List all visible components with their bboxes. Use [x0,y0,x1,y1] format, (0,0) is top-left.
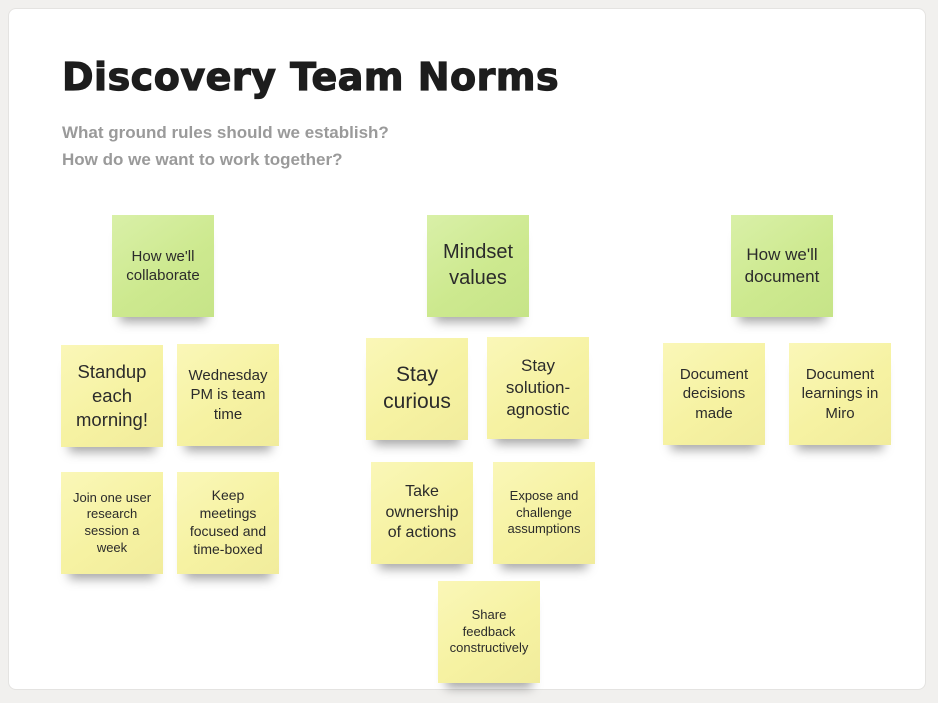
sticky-note-wednesday-team-time[interactable]: Wednesday PM is team time [177,344,279,446]
sticky-note-stay-curious[interactable]: Stay curious [366,338,468,440]
category-note-document[interactable]: How we'll document [731,215,833,317]
sticky-note-meetings-timeboxed[interactable]: Keep meetings focused and time-boxed [177,472,279,574]
board-prompt-line2: How do we want to work together? [62,150,343,170]
sticky-note-challenge-assumptions[interactable]: Expose and challenge assumptions [493,462,595,564]
category-note-mindset-values[interactable]: Mindset values [427,215,529,317]
sticky-note-user-research[interactable]: Join one user research session a week [61,472,163,574]
sticky-note-document-decisions[interactable]: Document decisions made [663,343,765,445]
board-prompt-line1: What ground rules should we establish? [62,123,389,142]
category-note-collaborate[interactable]: How we'll collaborate [112,215,214,317]
sticky-note-standup[interactable]: Standup each morning! [61,345,163,447]
whiteboard-canvas: Discovery Team Norms What ground rules s… [8,8,926,690]
sticky-note-share-feedback[interactable]: Share feedback constructively [438,581,540,683]
sticky-note-solution-agnostic[interactable]: Stay solution-agnostic [487,337,589,439]
sticky-note-document-learnings[interactable]: Document learnings in Miro [789,343,891,445]
board-title: Discovery Team Norms [61,54,560,99]
board-prompt: What ground rules should we establish? H… [62,119,389,173]
sticky-note-take-ownership[interactable]: Take ownership of actions [371,462,473,564]
